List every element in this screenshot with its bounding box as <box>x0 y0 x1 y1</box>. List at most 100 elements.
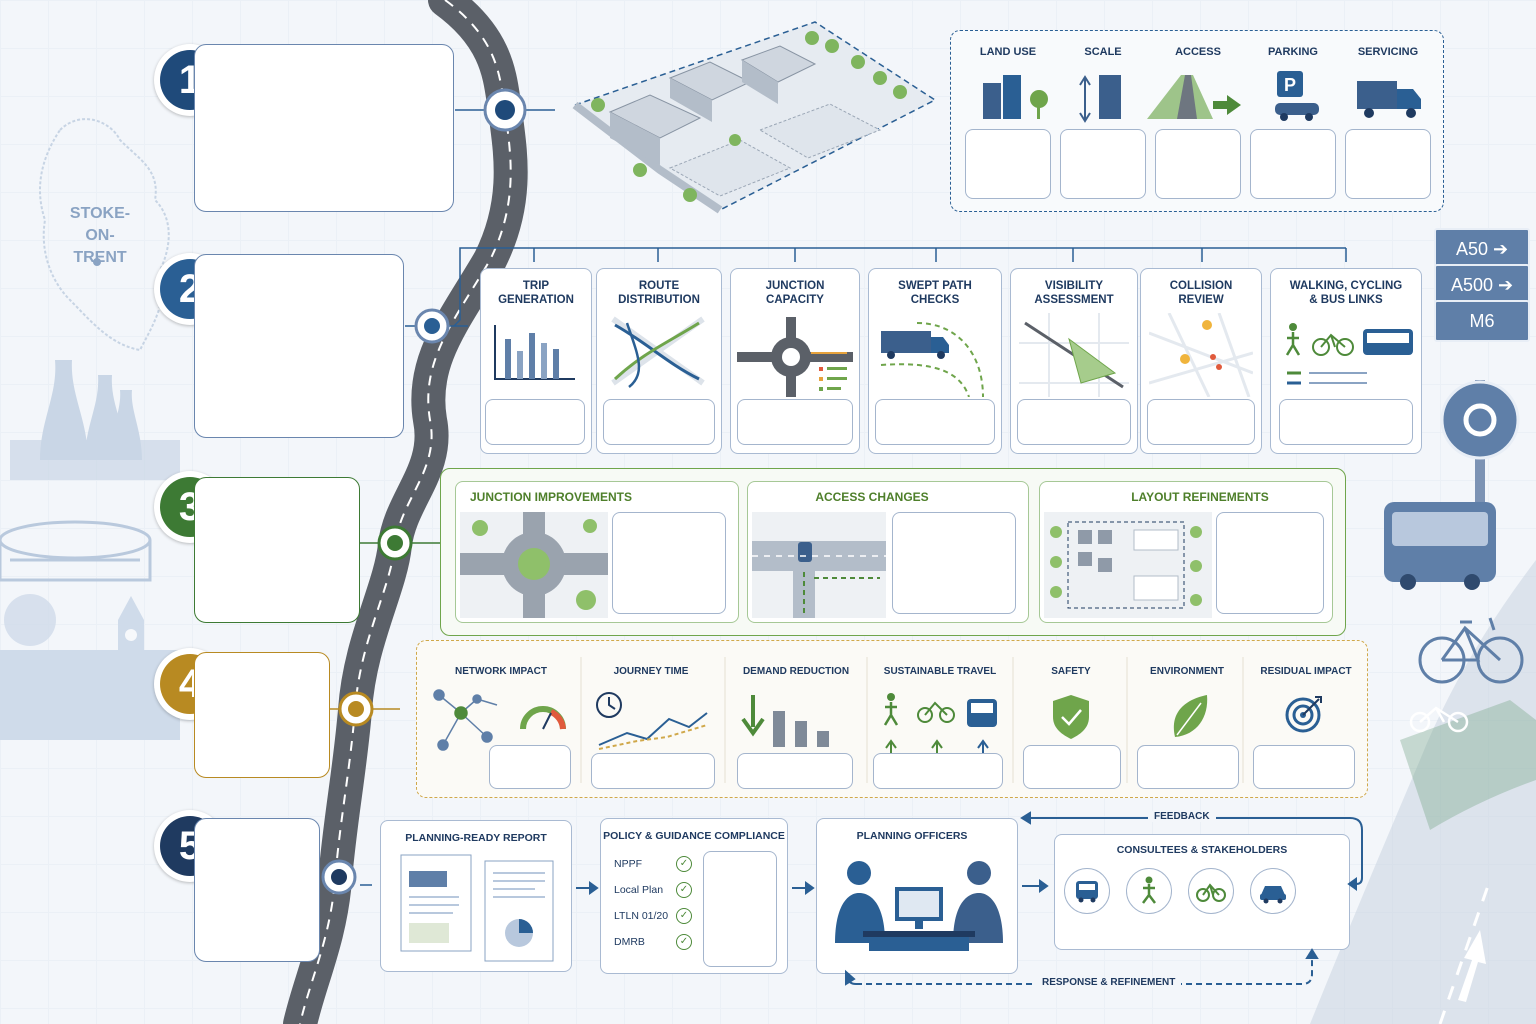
swept-path-icon <box>880 322 984 397</box>
outcome-input-network[interactable] <box>489 745 571 789</box>
cycle-road <box>1310 560 1536 1024</box>
meeting-icon <box>835 861 1003 951</box>
factor-box-access[interactable] <box>1155 129 1241 199</box>
step-3-mitigations-panel: JUNCTION IMPROVEMENTS ACCESS CHANGES LAY… <box>440 468 1346 636</box>
walk-cycle-bus-icon <box>1285 323 1413 385</box>
report-card: PLANNING-READY REPORT <box>380 820 572 972</box>
factor-box-scale[interactable] <box>1060 129 1146 199</box>
consultee-bus-icon <box>1064 868 1110 914</box>
step-5-textbox[interactable] <box>194 818 320 962</box>
assessment-input[interactable] <box>737 399 853 445</box>
factor-label-land-use: LAND USE <box>979 46 1037 58</box>
assessment-input[interactable] <box>875 399 995 445</box>
access-icon <box>1147 75 1241 119</box>
down-arrow-icon <box>741 695 829 747</box>
assessment-card-visibility: VISIBILITY ASSESSMENT <box>1010 268 1138 454</box>
network-nodes-icon <box>433 689 498 751</box>
assessment-label: COLLISION REVIEW <box>1169 280 1233 306</box>
mitigation-label: LAYOUT REFINEMENTS <box>1131 490 1269 504</box>
region-dot <box>93 258 101 266</box>
outcome-icons <box>433 657 1322 783</box>
assessment-card-route-distribution: ROUTE DISTRIBUTION <box>596 268 722 454</box>
road-markers <box>321 88 527 895</box>
factor-label-access: ACCESS <box>1175 46 1221 58</box>
outcome-label-safety: SAFETY <box>1051 666 1091 677</box>
step-2-textbox[interactable] <box>194 254 404 438</box>
officers-label: PLANNING OFFICERS <box>856 830 968 842</box>
mitigation-input[interactable] <box>1216 512 1324 614</box>
assessment-label: JUNCTION CAPACITY <box>765 280 825 306</box>
scale-icon <box>1079 75 1121 123</box>
parking-icon: P <box>1275 71 1319 121</box>
outcome-input-environment[interactable] <box>1137 745 1239 789</box>
assessment-input[interactable] <box>1017 399 1131 445</box>
policy-input[interactable] <box>703 851 777 967</box>
factor-box-servicing[interactable] <box>1345 129 1431 199</box>
step-4-textbox[interactable] <box>194 652 330 778</box>
layout-plan-illustration <box>1044 512 1212 618</box>
assessment-input[interactable] <box>1279 399 1413 445</box>
roundabout-icon <box>737 317 853 397</box>
assessment-input[interactable] <box>485 399 585 445</box>
assessment-label: ROUTE DISTRIBUTION <box>618 280 700 306</box>
factor-label-scale: SCALE <box>1084 46 1122 58</box>
outcome-input-journey[interactable] <box>591 753 715 789</box>
sustainable-modes-icon <box>883 693 997 753</box>
journey-line-icon <box>598 712 708 750</box>
assessment-label: TRIP GENERATION <box>498 280 574 306</box>
road-sign-m6: M6 <box>1434 300 1530 342</box>
mitigation-input[interactable] <box>612 512 726 614</box>
outcome-label-sustainable-travel: SUSTAINABLE TRAVEL <box>883 666 997 677</box>
mitigation-input[interactable] <box>892 512 1016 614</box>
outcome-label-network-impact: NETWORK IMPACT <box>454 666 548 677</box>
assessment-card-swept-path: SWEPT PATH CHECKS <box>868 268 1002 454</box>
target-icon <box>1285 696 1322 733</box>
bottle-kilns <box>10 360 180 480</box>
visibility-splay-icon <box>1019 313 1129 397</box>
svg-text:P: P <box>1284 75 1296 95</box>
check-icon: ✓ <box>676 908 692 924</box>
consultee-cyclist-icon <box>1188 868 1234 914</box>
step-1-textbox[interactable] <box>194 44 454 212</box>
mitigation-label: JUNCTION IMPROVEMENTS <box>469 490 632 504</box>
outcome-input-sustainable[interactable] <box>873 753 1003 789</box>
servicing-icon <box>1357 81 1421 118</box>
consultee-pedestrian-icon <box>1126 868 1172 914</box>
collision-map-icon <box>1149 313 1253 397</box>
feedback-label: FEEDBACK <box>1148 811 1216 822</box>
factor-icons: P <box>983 71 1421 123</box>
mitigation-card-access: ACCESS CHANGES <box>747 481 1029 623</box>
site-plan-illustration <box>572 21 937 214</box>
junction-improvement-illustration <box>460 512 608 618</box>
arrow-road-marking <box>1458 930 1486 1002</box>
bar-chart-icon <box>494 325 575 380</box>
response-label: RESPONSE & REFINEMENT <box>1036 977 1182 988</box>
assessment-input[interactable] <box>1147 399 1255 445</box>
road-sign-a50: A50 ➔ <box>1434 228 1530 270</box>
outcome-input-demand[interactable] <box>737 753 853 789</box>
outcome-input-safety[interactable] <box>1023 745 1121 789</box>
policy-item-ltln: LTLN 01/20 <box>614 910 669 922</box>
report-document-icon <box>400 854 554 962</box>
planning-officers-card: PLANNING OFFICERS <box>816 818 1018 974</box>
step-4-outcomes-panel: NETWORK IMPACT JOURNEY TIME DEMAND REDUC… <box>416 640 1368 798</box>
town-hall <box>0 594 180 740</box>
mitigation-card-layout: LAYOUT REFINEMENTS <box>1039 481 1333 623</box>
factor-box-parking[interactable] <box>1250 129 1336 199</box>
consultee-car-icon <box>1250 868 1296 914</box>
assessment-card-active-travel: WALKING, CYCLING & BUS LINKS <box>1270 268 1422 454</box>
outcome-input-residual[interactable] <box>1253 745 1355 789</box>
leaf-icon <box>1173 695 1208 737</box>
route-arrows-icon <box>611 316 705 388</box>
policy-item-nppf: NPPF <box>614 858 643 870</box>
report-label: PLANNING-READY REPORT <box>405 832 547 844</box>
assessment-label: VISIBILITY ASSESSMENT <box>1034 280 1114 306</box>
factor-box-land-use[interactable] <box>965 129 1051 199</box>
assessment-label: SWEPT PATH CHECKS <box>898 280 972 306</box>
outcome-label-demand-reduction: DEMAND REDUCTION <box>742 666 850 677</box>
step-3-textbox[interactable] <box>194 477 360 623</box>
check-icon: ✓ <box>676 882 692 898</box>
assessment-input[interactable] <box>603 399 715 445</box>
